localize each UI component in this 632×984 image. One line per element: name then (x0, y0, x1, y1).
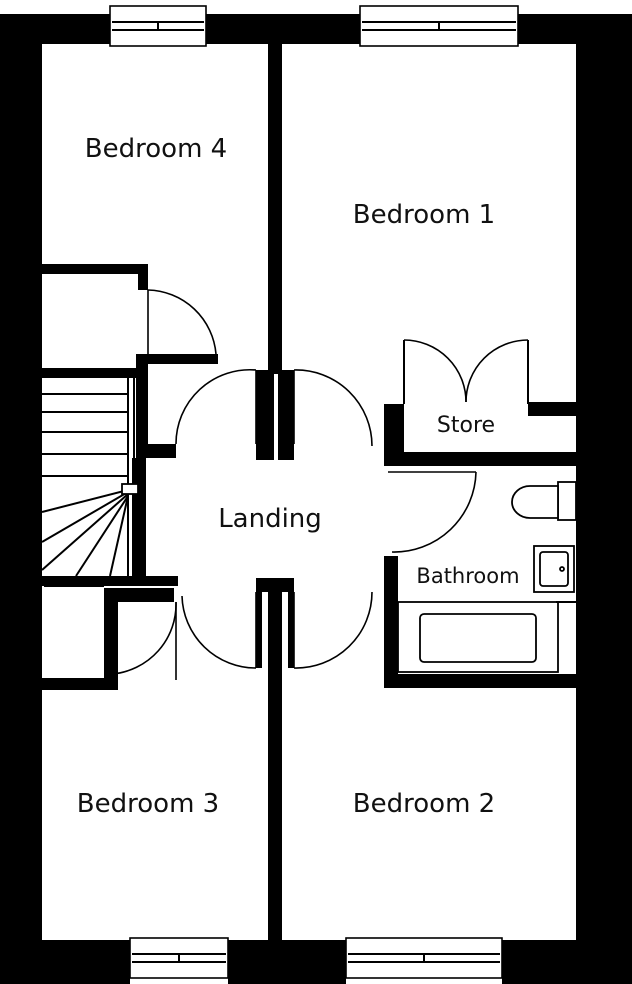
label-bedroom4: Bedroom 4 (85, 134, 227, 164)
toilet (511, 481, 577, 521)
outer-walls (0, 14, 632, 984)
label-store: Store (437, 413, 495, 438)
window-bedroom2 (345, 937, 503, 979)
door-bedroom3 (181, 592, 257, 669)
label-bathroom: Bathroom (416, 564, 519, 588)
door-cupboard-bed4 (147, 289, 217, 355)
label-bedroom3: Bedroom 3 (77, 789, 219, 819)
label-bedroom1: Bedroom 1 (353, 200, 495, 230)
label-bedroom2: Bedroom 2 (353, 789, 495, 819)
staircase (41, 378, 139, 577)
window-bedroom1 (359, 5, 519, 47)
wash-basin (533, 545, 575, 593)
door-bedroom4 (175, 368, 257, 445)
door-cupboard-bed3 (111, 601, 177, 680)
door-bedroom1 (293, 369, 373, 447)
window-bedroom3 (129, 937, 229, 979)
frame-lines (44, 340, 529, 587)
label-landing: Landing (218, 504, 322, 534)
doors-store (403, 339, 529, 403)
window-bedroom4 (109, 5, 207, 47)
internal-walls (42, 44, 576, 940)
bathtub (397, 601, 576, 673)
door-bedroom2 (293, 591, 373, 669)
door-bathroom (388, 471, 477, 553)
